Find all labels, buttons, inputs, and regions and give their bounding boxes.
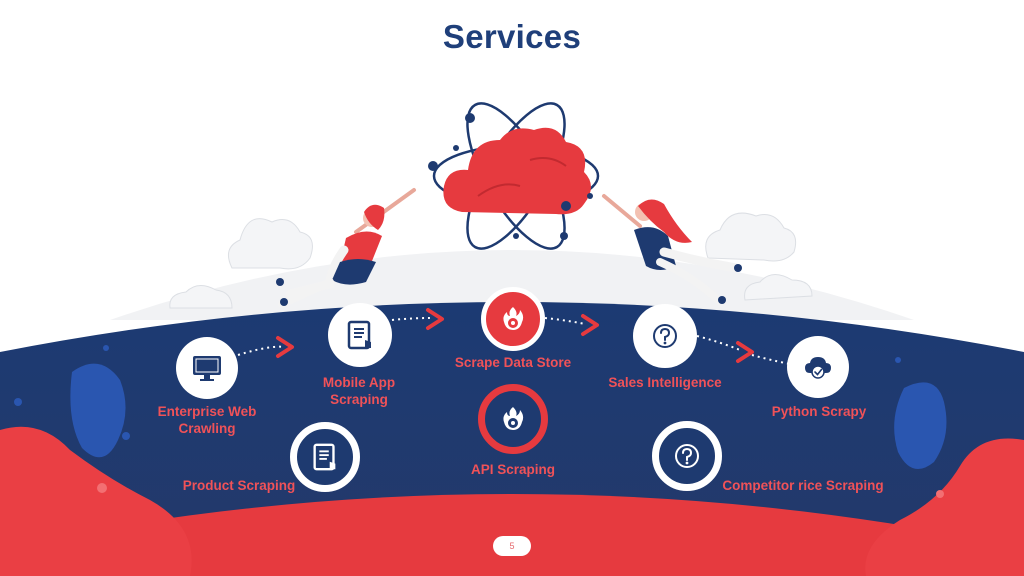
gear-fire-icon bbox=[503, 307, 524, 330]
dot bbox=[122, 432, 130, 440]
competitor-price-scraping-label: Competitor rice Scraping bbox=[722, 478, 884, 493]
cloud-right-low bbox=[744, 274, 813, 301]
arrow-icon bbox=[736, 341, 754, 363]
monitor-icon bbox=[193, 356, 221, 381]
question-icon bbox=[653, 324, 677, 348]
tablet-touch-icon bbox=[347, 320, 371, 350]
mobile-app-scraping-node[interactable] bbox=[328, 303, 392, 367]
api-scraping-node[interactable] bbox=[478, 384, 548, 454]
dotted-path bbox=[391, 317, 431, 321]
scrape-data-store-node[interactable] bbox=[481, 287, 545, 351]
cloud-left-low bbox=[169, 285, 233, 309]
arrow-icon bbox=[581, 314, 599, 336]
dotted-path bbox=[751, 354, 791, 365]
tablet-touch-icon bbox=[313, 443, 336, 471]
gear-fire-icon bbox=[503, 407, 524, 430]
flying-person-left bbox=[276, 188, 416, 308]
enterprise-web-crawling-label: Enterprise Web Crawling bbox=[157, 404, 257, 436]
python-scrapy-node[interactable] bbox=[787, 336, 849, 398]
product-scraping-label: Product Scraping bbox=[182, 478, 296, 493]
api-scraping-label: API Scraping bbox=[470, 462, 556, 477]
scrape-data-store-label: Scrape Data Store bbox=[454, 355, 572, 370]
dotted-path bbox=[544, 317, 586, 325]
red-blob-left bbox=[0, 426, 192, 576]
dot bbox=[103, 345, 109, 351]
product-scraping-node[interactable] bbox=[290, 422, 360, 492]
competitor-price-scraping-node[interactable] bbox=[652, 421, 722, 491]
cloud-check-icon bbox=[805, 357, 831, 379]
blue-blob-right bbox=[894, 382, 947, 470]
arrow-icon bbox=[426, 308, 444, 330]
cloud-right bbox=[705, 212, 797, 262]
mobile-app-scraping-label: Mobile App Scraping bbox=[322, 375, 396, 407]
red-blob-right bbox=[865, 438, 1024, 576]
red-arc bbox=[0, 494, 1024, 576]
blue-blob-left bbox=[70, 363, 126, 458]
question-icon bbox=[675, 444, 699, 468]
enterprise-web-crawling-node[interactable] bbox=[176, 337, 238, 399]
sales-intelligence-label: Sales Intelligence bbox=[608, 375, 722, 390]
flying-person-right bbox=[602, 194, 742, 304]
page-number: 5 bbox=[493, 536, 531, 556]
dot bbox=[97, 483, 107, 493]
cloud-left bbox=[227, 218, 313, 270]
dot bbox=[14, 398, 22, 406]
page-title: Services bbox=[442, 18, 582, 55]
dot bbox=[936, 490, 944, 498]
sales-intelligence-node[interactable] bbox=[633, 304, 697, 368]
arrow-icon bbox=[276, 336, 294, 358]
cloud-atom-illustration bbox=[428, 102, 600, 250]
dot bbox=[895, 357, 901, 363]
python-scrapy-label: Python Scrapy bbox=[771, 404, 867, 419]
